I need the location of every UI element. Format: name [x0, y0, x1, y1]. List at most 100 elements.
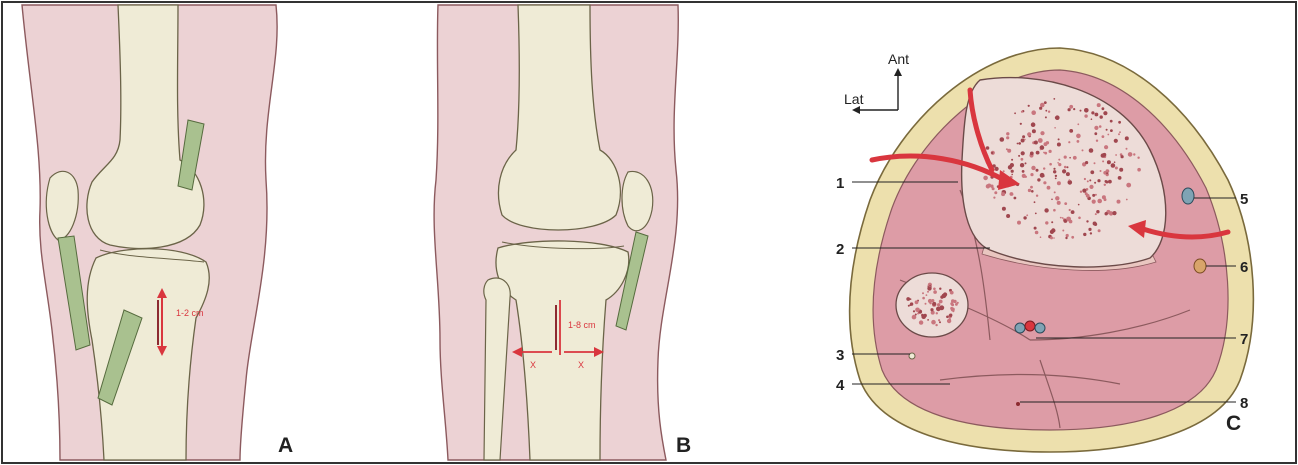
trabecular-dot	[1078, 204, 1080, 206]
trabecular-dot	[1119, 131, 1121, 133]
trabecular-dot	[1047, 186, 1051, 190]
trabecular-dot	[1115, 167, 1118, 170]
measurement-label-b: 1-8 cm	[568, 320, 596, 330]
trabecular-dot	[1054, 191, 1056, 193]
trabecular-dot	[1058, 138, 1060, 140]
trabecular-dot	[1106, 129, 1108, 131]
trabecular-dot	[1103, 111, 1107, 115]
trabecular-dot	[1099, 125, 1102, 128]
posterior-vessel	[1016, 402, 1020, 406]
panel-label-a: A	[278, 434, 293, 457]
trabecular-dot	[1097, 199, 1102, 204]
trabecular-dot	[1037, 178, 1040, 181]
trabecular-dot	[1058, 163, 1061, 166]
trabecular-dot	[1077, 140, 1080, 143]
trabecular-dot	[1084, 178, 1086, 180]
callout-label-3: 3	[836, 347, 844, 364]
orientation-lat-label: Lat	[844, 91, 864, 107]
trabecular-dot	[939, 321, 941, 323]
trabecular-dot	[1043, 167, 1045, 169]
trabecular-dot	[1090, 232, 1092, 234]
trabecular-dot	[1055, 175, 1057, 177]
trabecular-dot	[1065, 237, 1067, 239]
callout-label-6: 6	[1240, 259, 1248, 276]
trabecular-dot	[1010, 163, 1014, 167]
trabecular-dot	[947, 319, 951, 323]
trabecular-dot	[1094, 182, 1096, 184]
trabecular-dot	[1062, 169, 1066, 173]
trabecular-dot	[1086, 220, 1088, 222]
trabecular-dot	[1114, 139, 1118, 143]
trabecular-dot	[951, 303, 954, 306]
trabecular-dot	[1036, 169, 1039, 172]
trabecular-dot	[1069, 105, 1073, 109]
trabecular-dot	[1119, 168, 1123, 172]
trabecular-dot	[1053, 209, 1056, 212]
trabecular-dot	[939, 288, 941, 290]
trabecular-dot	[1108, 180, 1112, 184]
trabecular-dot	[950, 291, 954, 295]
trabecular-dot	[1126, 183, 1131, 188]
trabecular-dot	[1076, 134, 1081, 139]
callout-label-7: 7	[1240, 331, 1248, 348]
trabecular-dot	[1022, 135, 1025, 138]
trabecular-dot	[1095, 113, 1099, 117]
trabecular-dot	[1021, 151, 1025, 155]
trabecular-dot	[1111, 163, 1116, 168]
trabecular-dot	[1053, 237, 1055, 239]
trabecular-dot	[1085, 161, 1088, 164]
trabecular-dot	[1121, 155, 1124, 158]
trabecular-dot	[1022, 170, 1025, 173]
trabecular-dot	[1092, 194, 1095, 197]
trabecular-dot	[1011, 193, 1013, 195]
trabecular-dot	[1020, 163, 1024, 167]
trabecular-dot	[1050, 230, 1054, 234]
trabecular-dot	[1102, 107, 1105, 110]
trabecular-dot	[908, 305, 910, 307]
trabecular-dot	[1044, 142, 1048, 146]
trabecular-dot	[922, 297, 925, 300]
trabecular-dot	[927, 291, 929, 293]
trabecular-dot	[1086, 194, 1090, 198]
trabecular-dot	[1007, 149, 1011, 153]
measurement-label-a: 1-2 cm	[176, 308, 204, 318]
trabecular-dot	[1057, 181, 1061, 185]
trabecular-dot	[929, 285, 931, 287]
trabecular-dot	[1001, 192, 1005, 196]
trabecular-dot	[1040, 236, 1042, 238]
trabecular-dot	[1073, 156, 1077, 160]
trabecular-dot	[912, 315, 917, 320]
saphenous-vein	[1182, 188, 1194, 204]
trabecular-dot	[950, 307, 953, 310]
trabecular-dot	[1078, 217, 1081, 220]
trabecular-dot	[949, 314, 952, 317]
trabecular-dot	[1055, 196, 1059, 200]
callout-label-5: 5	[1240, 191, 1248, 208]
trabecular-dot	[921, 314, 924, 317]
trabecular-dot	[1020, 123, 1022, 125]
trabecular-dot	[1104, 145, 1108, 149]
trabecular-dot	[1097, 103, 1101, 107]
trabecular-dot	[1082, 189, 1086, 193]
trabecular-dot	[1095, 213, 1097, 215]
trabecular-dot	[1094, 162, 1096, 164]
trabecular-dot	[1044, 101, 1047, 104]
trabecular-dot	[1057, 201, 1061, 205]
trabecular-dot	[1126, 148, 1128, 150]
trabecular-dot	[1062, 230, 1064, 232]
tibial-vessel-a	[1015, 323, 1025, 333]
trabecular-dot	[1080, 191, 1082, 193]
trabecular-dot	[1011, 170, 1014, 173]
trabecular-dot	[1027, 132, 1031, 136]
trabecular-dot	[1030, 173, 1033, 176]
trabecular-dot	[1110, 129, 1113, 132]
trabecular-dot	[1114, 161, 1116, 163]
trabecular-dot	[1051, 221, 1053, 223]
trabecular-dot	[933, 288, 936, 291]
trabecular-dot	[1038, 138, 1043, 143]
trabecular-dot	[933, 290, 937, 294]
trabecular-dot	[991, 152, 993, 154]
trabecular-dot	[1006, 214, 1010, 218]
trabecular-dot	[1083, 233, 1086, 236]
